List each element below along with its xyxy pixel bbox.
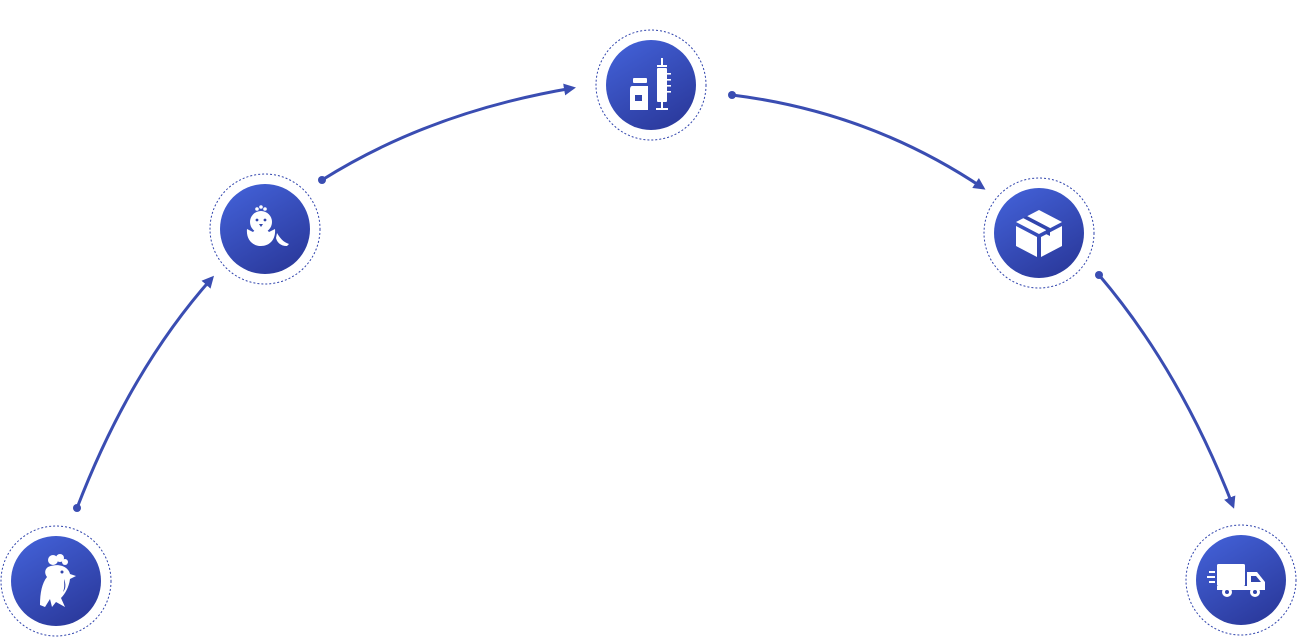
step-3 <box>595 29 707 141</box>
step-1 <box>0 525 112 637</box>
connector-1-to-2 <box>73 275 214 512</box>
connector-4-to-5 <box>1095 271 1236 509</box>
rooster-icon <box>40 554 76 607</box>
hatching-chick-icon <box>246 205 289 246</box>
vaccine-syringe-icon <box>630 58 671 110</box>
connectors <box>73 83 1236 512</box>
step-ring <box>595 29 707 141</box>
connector-start-dot <box>318 176 326 184</box>
step-5 <box>1185 524 1297 636</box>
delivery-truck-icon <box>1207 564 1265 597</box>
step-2 <box>209 173 321 285</box>
step-circle <box>606 40 696 130</box>
connector-2-to-3 <box>318 83 576 184</box>
connector-start-dot <box>1095 271 1103 279</box>
step-4 <box>983 177 1095 289</box>
connector-start-dot <box>73 504 81 512</box>
step-ring <box>209 173 321 285</box>
step-ring <box>983 177 1095 289</box>
package-box-icon <box>1016 210 1062 257</box>
step-ring <box>1185 524 1297 636</box>
connector-start-dot <box>728 91 736 99</box>
step-ring <box>0 525 112 637</box>
connector-3-to-4 <box>728 91 986 190</box>
